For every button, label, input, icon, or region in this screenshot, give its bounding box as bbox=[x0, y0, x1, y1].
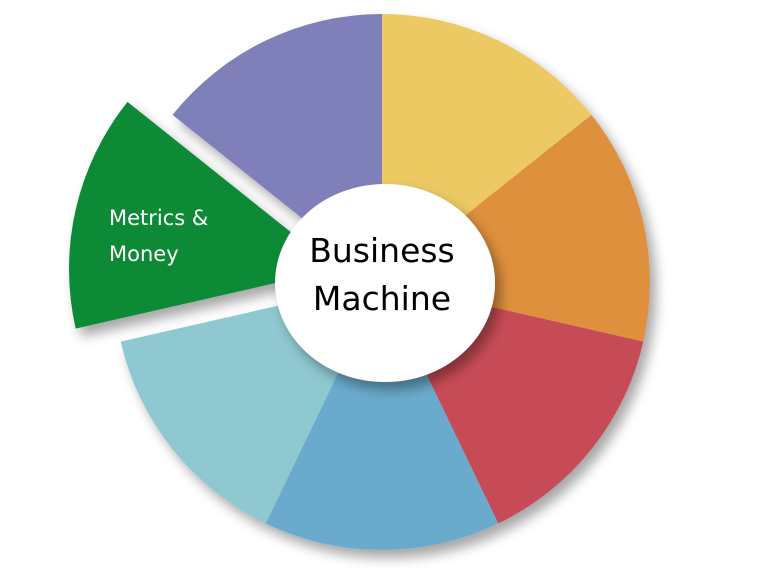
center-title-line1: Business bbox=[309, 231, 455, 270]
center-hub bbox=[275, 184, 495, 382]
segment-green: Metrics & Money bbox=[68, 101, 338, 329]
center-title-line2: Machine bbox=[313, 279, 451, 318]
segment-blue bbox=[265, 282, 499, 551]
segment-label-line1: Metrics & bbox=[109, 206, 208, 230]
segment-label-line2: Money bbox=[109, 242, 179, 266]
